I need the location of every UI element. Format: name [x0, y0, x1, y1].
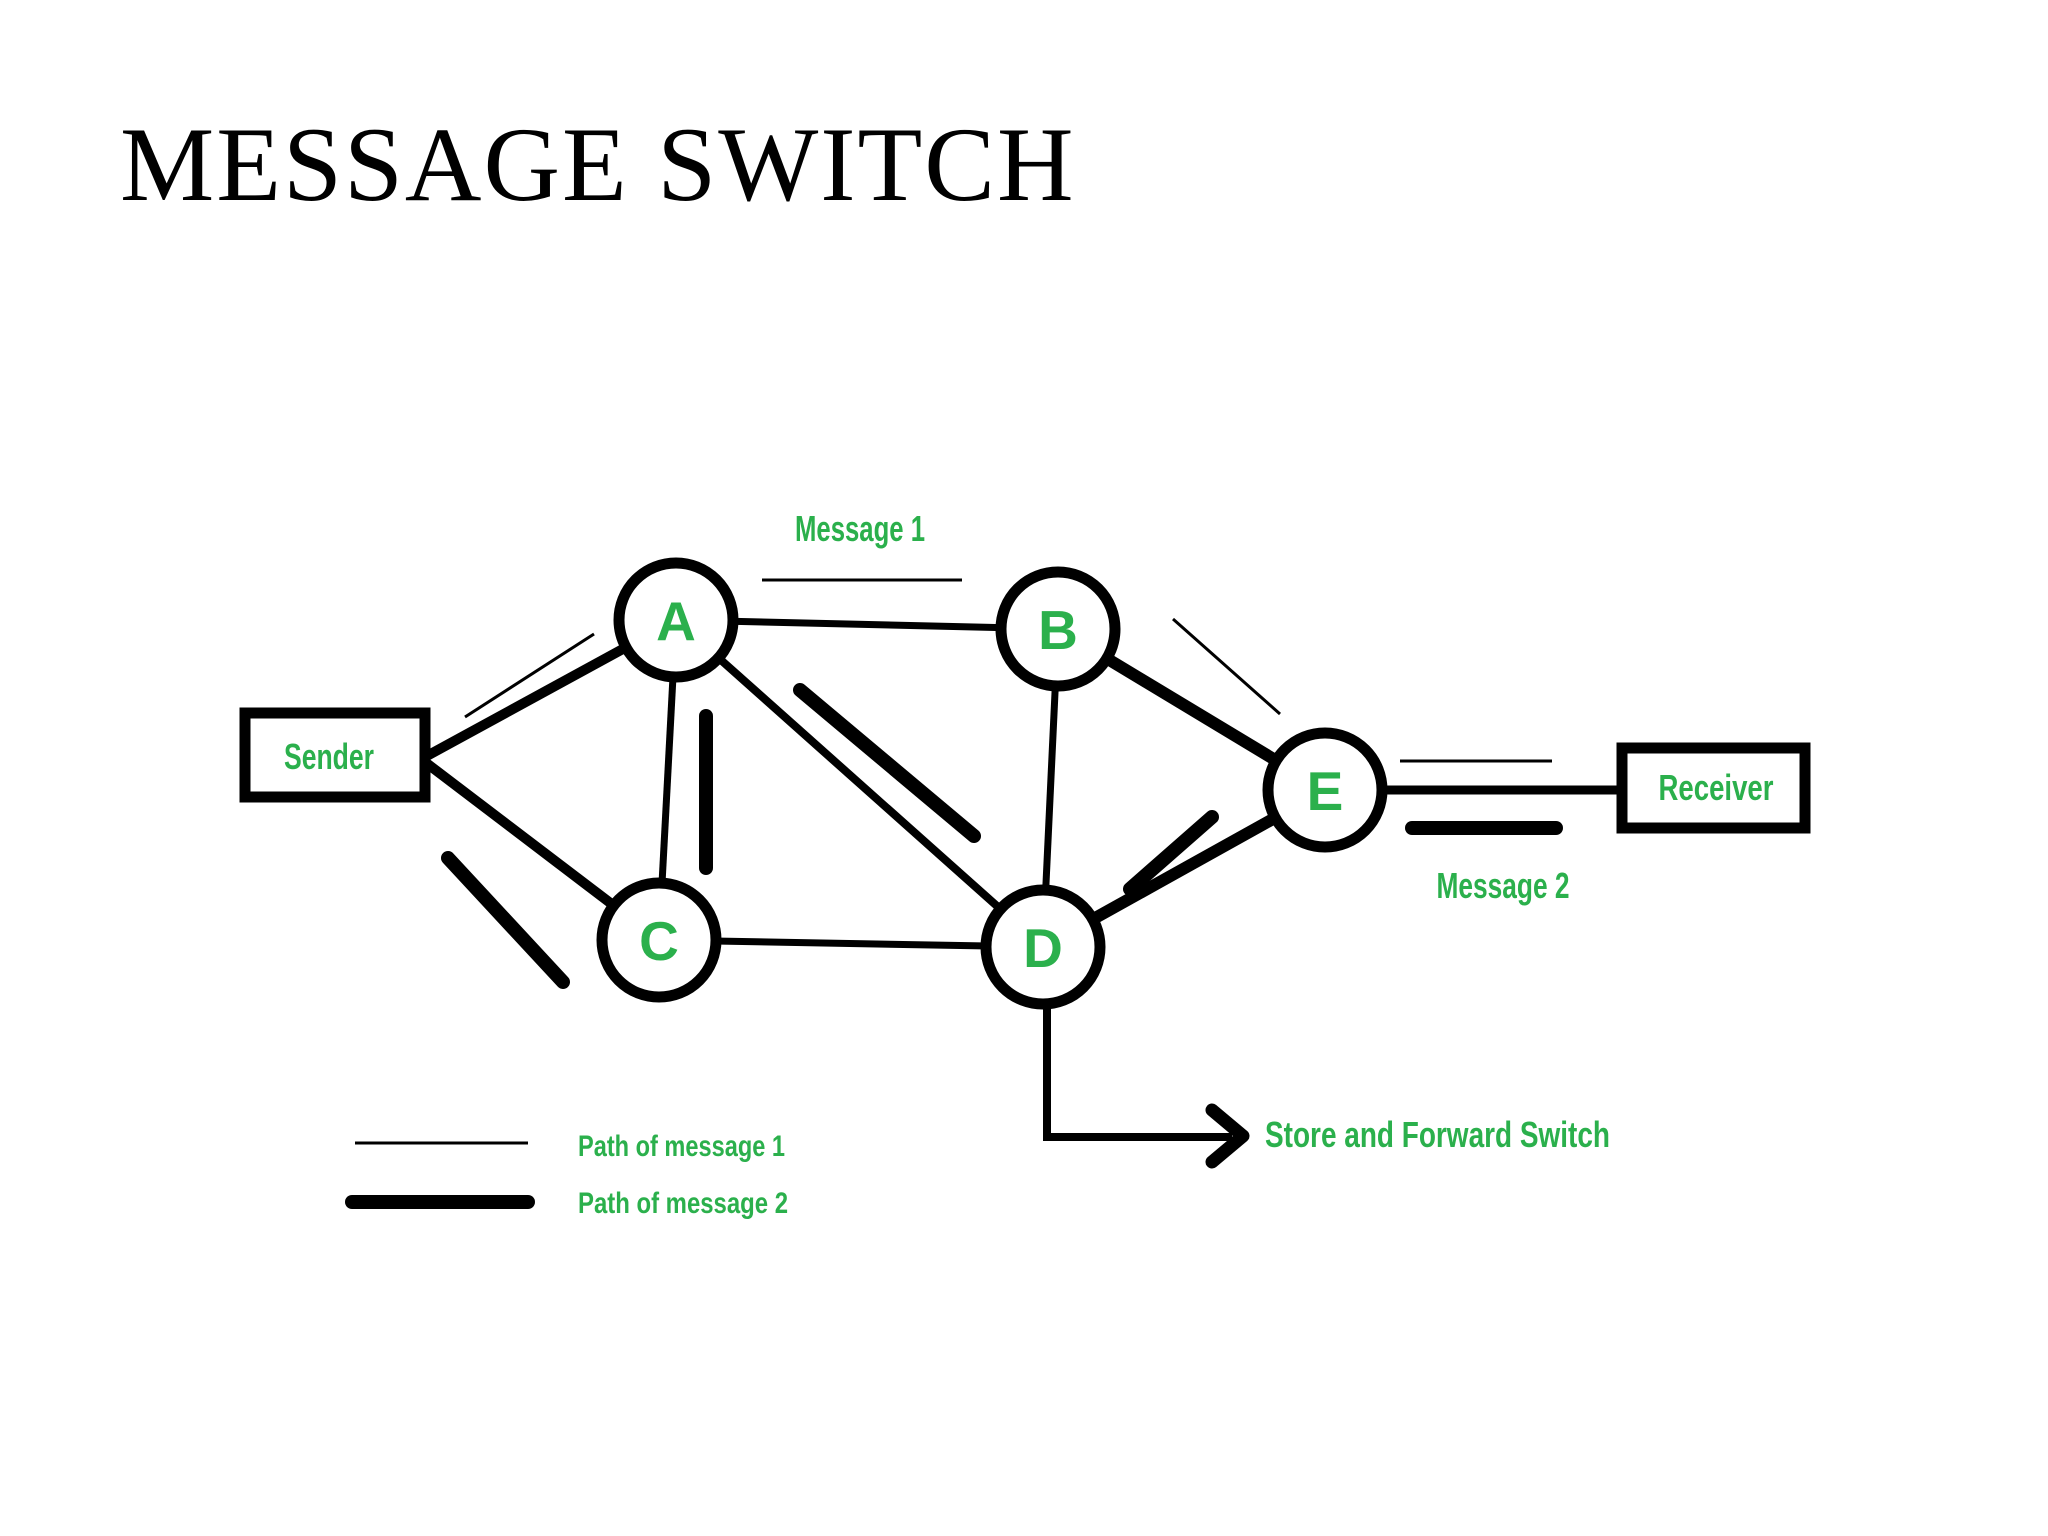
edge-c-d	[658, 936, 1044, 951]
store-forward-arrowhead	[1205, 1103, 1250, 1169]
message2-path-seg-d-e	[1123, 810, 1219, 896]
message1-path-tick-b-e	[1172, 617, 1281, 716]
receiver-box	[1616, 742, 1811, 834]
node-a-label: A	[656, 590, 696, 652]
sender-label: Sender	[284, 736, 374, 777]
store-forward-label: Store and Forward Switch	[1265, 1114, 1610, 1155]
node-d-circle	[980, 884, 1106, 1010]
message1-path-tick-sender-a	[464, 632, 595, 719]
node-d-label: D	[1023, 917, 1063, 979]
legend-path2-label: Path of message 2	[578, 1187, 788, 1220]
node-c-circle	[596, 877, 722, 1003]
edge-a-b	[675, 616, 1059, 633]
node-e-circle	[1262, 727, 1388, 853]
message2-path-seg-sender-c	[441, 851, 570, 989]
legend-path1-label: Path of message 1	[578, 1130, 785, 1163]
node-a-circle	[613, 557, 739, 683]
node-e-label: E	[1307, 760, 1344, 822]
message1-label: Message 1	[795, 508, 925, 549]
message2-path-seg-a-d	[793, 683, 981, 843]
receiver-label: Receiver	[1659, 767, 1774, 808]
sender-box	[239, 707, 431, 803]
message2-label: Message 2	[1437, 865, 1570, 906]
node-b-circle	[995, 566, 1121, 692]
node-c-label: C	[639, 910, 679, 972]
store-forward-arrow-line	[1043, 947, 1232, 1141]
edge-a-d	[673, 617, 1046, 950]
page-title: MESSAGE SWITCH	[120, 106, 1076, 223]
node-b-label: B	[1038, 599, 1078, 661]
